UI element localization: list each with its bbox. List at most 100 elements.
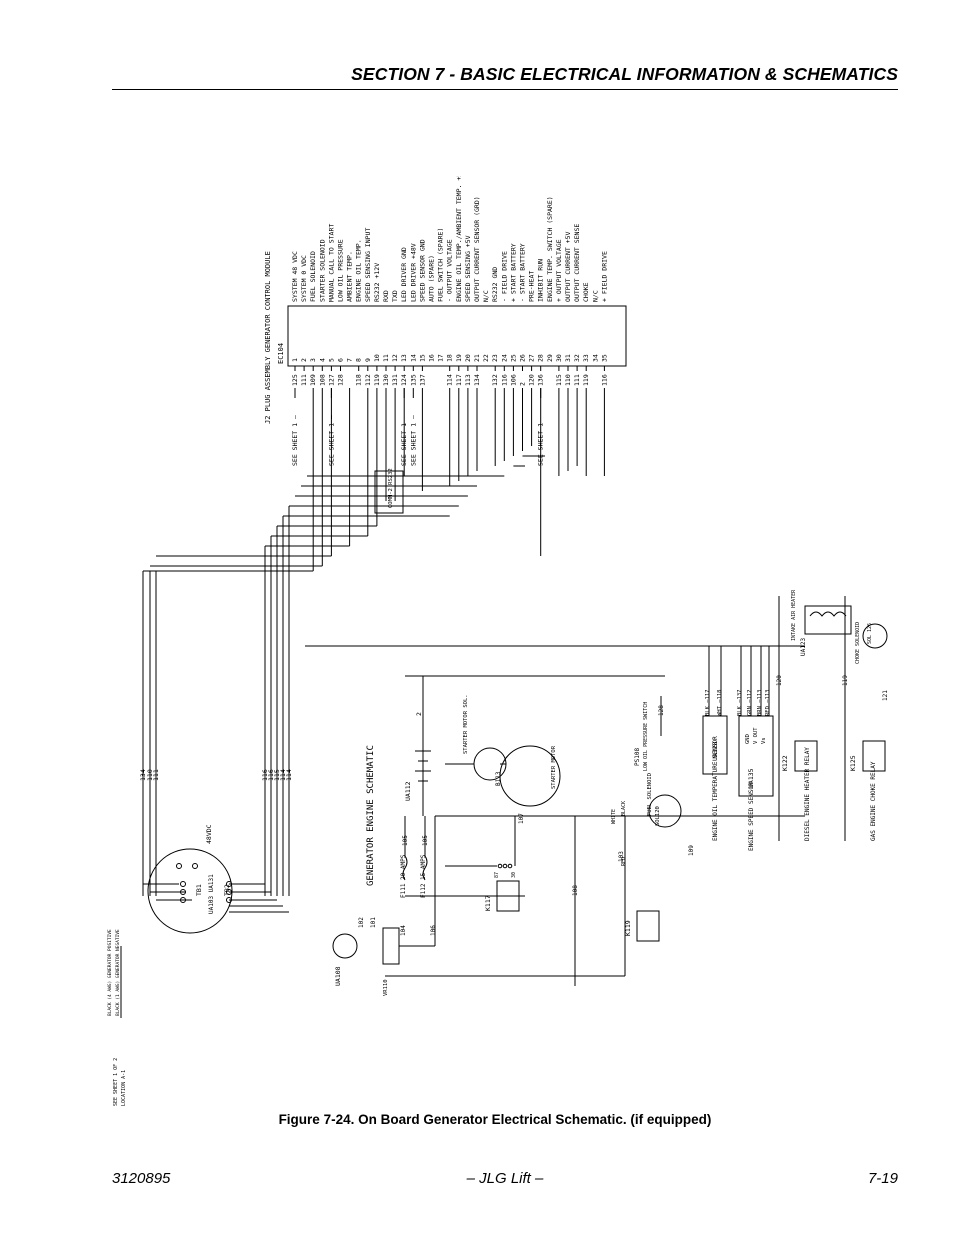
pin-wire-number: 131	[391, 374, 399, 386]
wire-number: 102	[358, 917, 365, 928]
pin-wire-number: 117	[455, 374, 463, 386]
wire-color: BLACK	[621, 801, 627, 816]
k125-relay	[862, 740, 886, 772]
pin-label: OUTPUT CURRENT +5V	[564, 231, 572, 302]
pin-number: 34	[591, 354, 599, 362]
relay-term: 30	[511, 872, 517, 878]
ua128-label: UA128	[711, 741, 719, 761]
ua103-terminal	[147, 848, 233, 934]
pin-label: LED DRIVER GND	[400, 247, 408, 302]
pin-label: - START BATTERY	[519, 243, 527, 302]
comm2-box	[374, 470, 404, 514]
choke-solenoid	[862, 623, 888, 649]
pin-number: 6	[337, 358, 345, 362]
ua128-sensor	[702, 715, 728, 775]
relay-contact	[502, 863, 508, 869]
pin-wire-number: 114	[446, 374, 454, 386]
pin-label: CHOKE	[582, 282, 590, 302]
pin-label: SPEED SENSING +5V	[464, 235, 472, 302]
ua135-sensor	[738, 715, 774, 797]
pin-wire-number: 125	[291, 374, 299, 386]
heater-coil	[809, 611, 847, 617]
speed-sensor-label: ENGINE SPEED SENSOR	[748, 782, 755, 851]
pin-number: 16	[428, 354, 436, 362]
see-sheet-ref: SEE SHEET 1 —	[400, 415, 408, 466]
pin-wire-number: 118	[355, 374, 363, 386]
pin-wire-number: 132	[491, 374, 499, 386]
fuel-solenoid	[648, 794, 682, 828]
f111-label: F111 20 AMPS	[400, 854, 407, 898]
pin-label: SPEED SENSOR GND	[418, 239, 426, 302]
pin-wire-number: 120	[528, 374, 536, 386]
pin-number: 3	[309, 358, 317, 362]
sensor-wire: RED —113	[765, 690, 771, 717]
pin-label: SPEED SENSING INPUT	[364, 228, 372, 302]
pin-label: OUTPUT CURRENT SENSE	[573, 224, 581, 302]
pin-wire-number: 112	[364, 374, 372, 386]
k119-relay	[636, 910, 660, 942]
pin-label: OUTPUT CURRENT SENSOR (GRD)	[473, 196, 481, 302]
pin-label: ENGINE TEMP. SWITCH (SPARE)	[546, 196, 554, 302]
rating-label: 48VDC	[205, 824, 213, 844]
sensor-wire: BLK —117	[705, 690, 711, 717]
wire-number: 120	[776, 675, 783, 686]
pin-number: 25	[509, 354, 517, 362]
pin-label: PRE-HEAT	[528, 271, 536, 302]
pin-number: 35	[600, 354, 608, 362]
pin-wire-number: 116	[500, 374, 508, 386]
see-sheet-ref: SEE SHEET 1 —	[537, 415, 545, 466]
wire-number: 103	[618, 851, 625, 862]
section-title: SECTION 7 - BASIC ELECTRICAL INFORMATION…	[351, 64, 898, 84]
relay-term: 87	[494, 872, 500, 878]
k119-label: K119	[624, 920, 632, 936]
sol126-label: SOL 126	[867, 623, 873, 644]
k125-label: K125	[849, 755, 857, 771]
k122-relay	[794, 740, 818, 772]
pin-number: 5	[327, 358, 335, 362]
wire-number: 104	[400, 925, 407, 936]
fuel-sol-label: FUEL SOLENOID	[647, 773, 653, 816]
wire-layer	[120, 305, 888, 1018]
comm-label: COMM-2 RS232	[388, 468, 394, 508]
terminal-screw	[176, 863, 182, 869]
wire-number: 116	[267, 769, 275, 781]
fuse-symbol	[402, 855, 408, 881]
b113-label: B113	[495, 771, 502, 786]
wire-number: 101	[370, 917, 377, 928]
pin-label: AMBIENT TEMP.	[346, 251, 354, 302]
ua103-label: UA103 UA131	[208, 874, 215, 914]
diesel-relay-label: DIESEL ENGINE HEATER RELAY	[804, 747, 811, 841]
figure-caption: Figure 7-24. On Board Generator Electric…	[278, 1112, 712, 1127]
module-id: EC104	[277, 343, 285, 364]
pin-label: ENGINE OIL TEMP./AMBIENT TEMP. +5V	[455, 176, 463, 302]
pin-number: 14	[409, 354, 417, 362]
pin-number: 11	[382, 354, 390, 362]
pin-label: FUEL SOLENOID	[309, 251, 317, 302]
vr110-label: VR110	[383, 979, 389, 996]
footer-brand: – JLG Lift –	[466, 1170, 544, 1187]
intake-heater	[804, 605, 852, 635]
note: BLACK (4 AWG) GENERATOR POSITIVE	[107, 929, 113, 1016]
terminal-screw	[180, 881, 186, 887]
wire-number: 116	[261, 769, 269, 781]
pin-wire-number: 116	[600, 374, 608, 386]
pin-wire-number: 108	[318, 374, 326, 386]
sensor-wire: WHT —118	[717, 690, 723, 717]
pin-number: 31	[564, 354, 572, 362]
wire-number: 111	[152, 769, 160, 781]
schematic-title: GENERATOR ENGINE SCHEMATIC	[366, 745, 376, 886]
ec104-connector	[287, 305, 627, 367]
pin-number: 2	[300, 358, 308, 362]
pin-label: RXD	[382, 290, 390, 302]
pin-number: 19	[455, 354, 463, 362]
pin-number: 26	[519, 354, 527, 362]
sensor-wire: BLK —137	[737, 690, 743, 717]
pin-wire-number: 110	[564, 374, 572, 386]
pin-number: 10	[373, 354, 381, 362]
low-oil-label: LOW OIL PRESSURE SWITCH	[643, 702, 649, 771]
pin-label: LED DRIVER +48V	[409, 243, 417, 302]
vr110-box	[382, 927, 400, 965]
pin-number: 32	[573, 354, 581, 362]
wire-number: 134	[139, 769, 147, 781]
wire-number: 105	[402, 835, 409, 846]
